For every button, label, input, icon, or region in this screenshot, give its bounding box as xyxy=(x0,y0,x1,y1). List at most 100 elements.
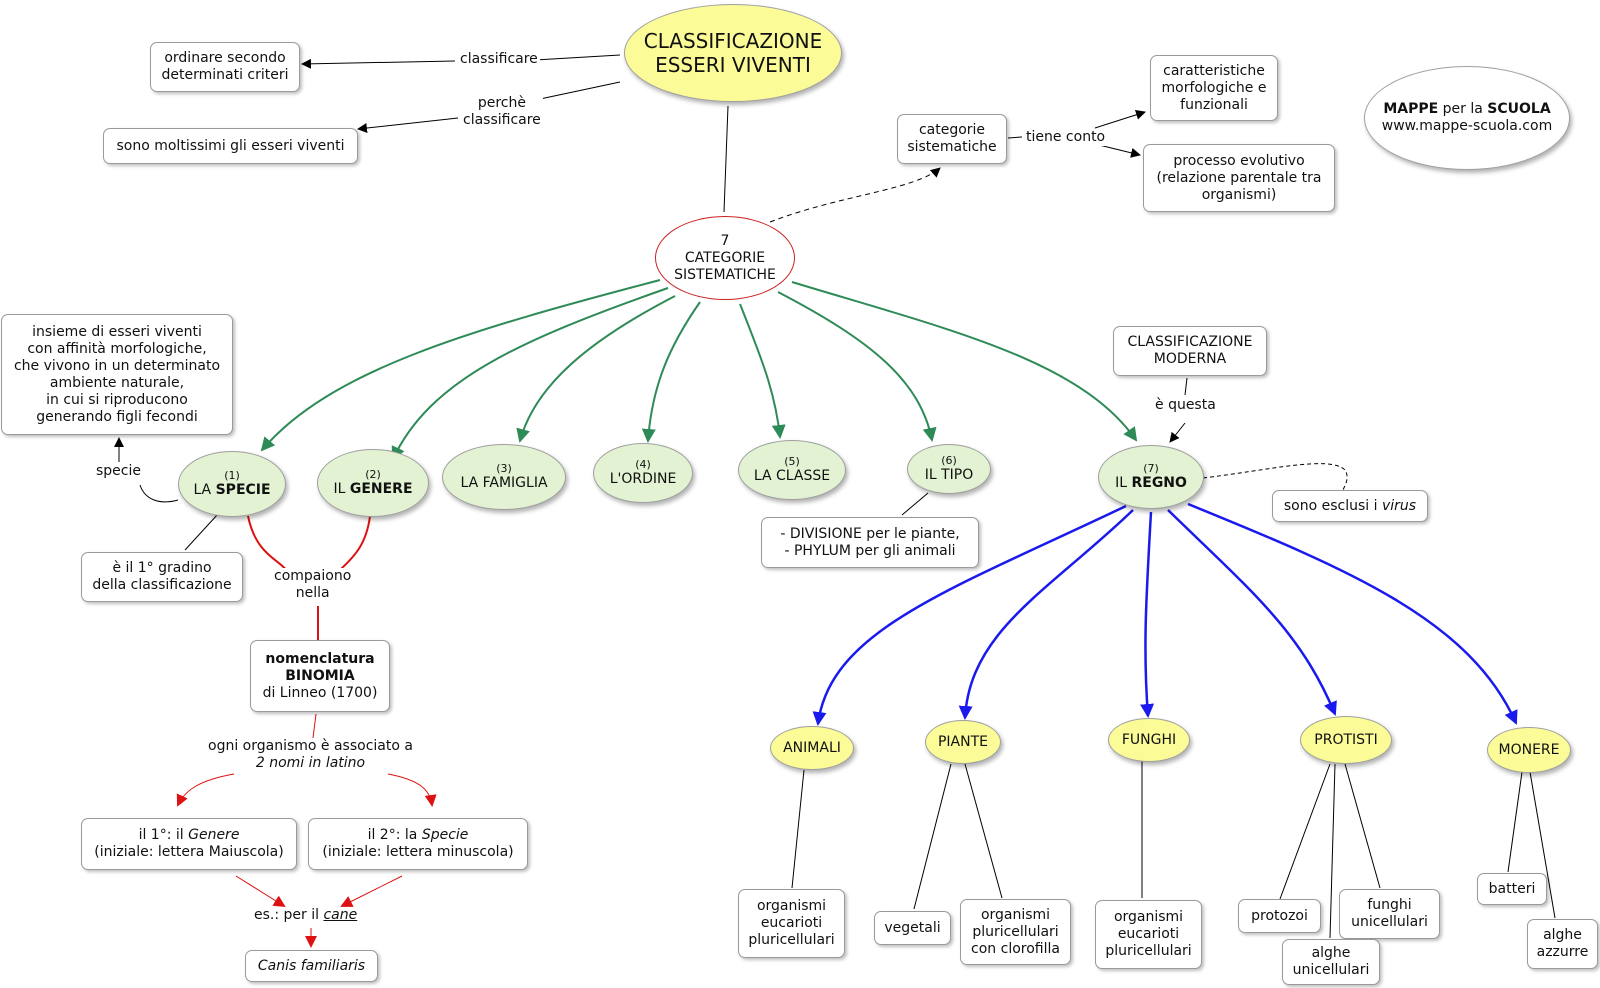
category-genere-num: (2) xyxy=(365,468,381,481)
category-tipo-num: (6) xyxy=(941,454,957,467)
ordinare-line-1: ordinare secondo xyxy=(164,50,286,66)
category-specie-num: (1) xyxy=(224,469,240,482)
secondo-nome-line-1: il 2°: la Specie xyxy=(367,827,469,843)
brand-mappe: MAPPE xyxy=(1383,101,1439,117)
node-primo-nome[interactable]: il 1°: il Genere (iniziale: lettera Maiu… xyxy=(81,818,297,870)
category-tipo-label: IL TIPO xyxy=(924,467,974,483)
node-divisione-phylum[interactable]: - DIVISIONE per le piante, - PHYLUM per … xyxy=(761,517,979,568)
brand-scuola: SCUOLA xyxy=(1487,101,1551,117)
node-classificazione-moderna[interactable]: CLASSIFICAZIONE MODERNA xyxy=(1113,326,1267,376)
funghi-org-line-2: eucarioti xyxy=(1117,926,1180,942)
category-regno[interactable]: (7) IL REGNO xyxy=(1098,445,1204,509)
node-secondo-nome[interactable]: il 2°: la Specie (iniziale: lettera minu… xyxy=(308,818,528,870)
node-moltissimi[interactable]: sono moltissimi gli esseri viventi xyxy=(103,128,358,164)
category-classe-num: (5) xyxy=(784,455,800,468)
definition-line-6: generando figli fecondi xyxy=(36,408,198,425)
category-specie[interactable]: (1) LA SPECIE xyxy=(178,451,286,517)
kingdom-monere-label: MONERE xyxy=(1498,741,1560,758)
title-line-2: ESSERI VIVENTI xyxy=(655,53,811,77)
node-esclusi-virus[interactable]: sono esclusi i virus xyxy=(1272,490,1428,522)
category-classe-label: LA CLASSE xyxy=(753,468,831,484)
definition-line-2: con affinità morfologiche, xyxy=(27,340,207,357)
batteri-text: batteri xyxy=(1488,880,1536,897)
node-specie-definition[interactable]: insieme di esseri viventi con affinità m… xyxy=(1,314,233,435)
piante-org-line-3: con clorofilla xyxy=(971,940,1060,957)
kingdom-piante[interactable]: PIANTE xyxy=(925,720,1001,764)
brand-node[interactable]: MAPPE per la SCUOLA www.mappe-scuola.com xyxy=(1364,66,1570,170)
node-primo-gradino[interactable]: è il 1° gradino della classificazione xyxy=(81,552,243,602)
moltissimi-text: sono moltissimi gli esseri viventi xyxy=(116,137,345,154)
central-node[interactable]: 7 CATEGORIE SISTEMATICHE xyxy=(655,216,795,300)
category-genere[interactable]: (2) IL GENERE xyxy=(317,449,429,517)
nomenclatura-title-3: di Linneo (1700) xyxy=(262,684,378,701)
perche-line-2: classificare xyxy=(463,112,541,128)
central-line-3: SISTEMATICHE xyxy=(674,266,776,283)
kingdom-funghi-label: FUNGHI xyxy=(1121,731,1177,748)
brand-mid: per la xyxy=(1438,101,1488,117)
leaf-alghe-unicellulari[interactable]: alghe unicellulari xyxy=(1282,939,1380,985)
central-line-2: CATEGORIE xyxy=(684,249,766,266)
piante-org-line-2: pluricellulari xyxy=(972,923,1059,940)
funghi-uni-line-1: funghi xyxy=(1367,897,1412,913)
leaf-vegetali[interactable]: vegetali xyxy=(874,911,951,945)
leaf-piante-organismi[interactable]: organismi pluricellulari con clorofilla xyxy=(960,899,1071,965)
funghi-org-line-3: pluricellulari xyxy=(1105,943,1192,959)
kingdom-animali[interactable]: ANIMALI xyxy=(770,726,854,770)
caratteristiche-line-1: caratteristiche xyxy=(1163,62,1265,79)
piante-org-line-1: organismi xyxy=(980,906,1051,923)
phylum-line: - PHYLUM per gli animali xyxy=(784,542,956,559)
moderna-line-1: CLASSIFICAZIONE xyxy=(1127,334,1253,350)
title-node[interactable]: CLASSIFICAZIONE ESSERI VIVENTI xyxy=(624,4,842,102)
definition-line-1: insieme di esseri viventi xyxy=(32,323,202,340)
category-classe[interactable]: (5) LA CLASSE xyxy=(738,440,846,500)
compaiono-line-1: compaiono xyxy=(274,568,352,584)
nomenclatura-title-2: BINOMIA xyxy=(285,667,355,684)
alghe-uni-line-1: alghe xyxy=(1311,945,1351,961)
processo-line-2: (relazione parentale tra xyxy=(1156,169,1322,186)
leaf-funghi-organismi[interactable]: organismi eucarioti pluricellulari xyxy=(1095,900,1202,969)
category-ordine[interactable]: (4) L'ORDINE xyxy=(593,443,693,503)
leaf-batteri[interactable]: batteri xyxy=(1477,873,1547,905)
associato-text: ogni organismo è associato a xyxy=(208,738,413,754)
vegetali-text: vegetali xyxy=(884,919,941,936)
brand-url: www.mappe-scuola.com xyxy=(1381,118,1553,134)
category-famiglia-label: LA FAMIGLIA xyxy=(460,475,548,491)
kingdom-piante-label: PIANTE xyxy=(937,733,989,750)
label-perche: perchè classificare xyxy=(461,95,543,129)
alghe-azz-line-2: azzurre xyxy=(1536,944,1589,960)
kingdom-monere[interactable]: MONERE xyxy=(1487,727,1571,773)
leaf-funghi-unicellulari[interactable]: funghi unicellulari xyxy=(1339,889,1440,939)
primo-nome-line-2: (iniziale: lettera Maiuscola) xyxy=(94,844,284,860)
label-e-questa: è questa xyxy=(1153,397,1218,414)
funghi-org-line-1: organismi xyxy=(1113,909,1184,925)
node-caratteristiche[interactable]: caratteristiche morfologiche e funzional… xyxy=(1150,55,1278,121)
kingdom-protisti[interactable]: PROTISTI xyxy=(1300,716,1392,764)
category-famiglia-num: (3) xyxy=(496,462,512,475)
leaf-animali-organismi[interactable]: organismi eucarioti pluricellulari xyxy=(738,889,845,958)
leaf-alghe-azzurre[interactable]: alghe azzurre xyxy=(1527,919,1598,969)
kingdom-animali-label: ANIMALI xyxy=(783,739,841,756)
title-line-1: CLASSIFICAZIONE xyxy=(643,29,823,53)
category-famiglia[interactable]: (3) LA FAMIGLIA xyxy=(442,444,566,510)
node-processo-evolutivo[interactable]: processo evolutivo (relazione parentale … xyxy=(1143,144,1335,212)
category-regno-num: (7) xyxy=(1143,462,1159,475)
leaf-protozoi[interactable]: protozoi xyxy=(1238,899,1321,933)
category-tipo[interactable]: (6) IL TIPO xyxy=(907,444,991,494)
virus-text: sono esclusi i virus xyxy=(1283,497,1417,514)
animali-org-line-1: organismi xyxy=(756,898,827,914)
canis-familiaris-text: Canis familiaris xyxy=(257,957,366,974)
kingdom-funghi[interactable]: FUNGHI xyxy=(1108,718,1190,762)
funghi-uni-line-2: unicellulari xyxy=(1351,914,1428,930)
alghe-azz-line-1: alghe xyxy=(1543,927,1582,943)
category-regno-label: IL REGNO xyxy=(1115,475,1187,491)
node-categorie-sistematiche[interactable]: categorie sistematiche xyxy=(897,114,1007,164)
nomi-text: 2 nomi in latino xyxy=(255,755,366,771)
node-nomenclatura[interactable]: nomenclatura BINOMIA di Linneo (1700) xyxy=(250,640,390,712)
node-ordinare[interactable]: ordinare secondo determinati criteri xyxy=(150,42,300,92)
ordinare-line-2: determinati criteri xyxy=(161,67,289,83)
node-canis-familiaris[interactable]: Canis familiaris xyxy=(245,950,378,982)
category-genere-label: IL GENERE xyxy=(333,481,413,497)
kingdom-protisti-label: PROTISTI xyxy=(1314,731,1378,748)
definition-line-5: in cui si riproducono xyxy=(46,391,188,408)
